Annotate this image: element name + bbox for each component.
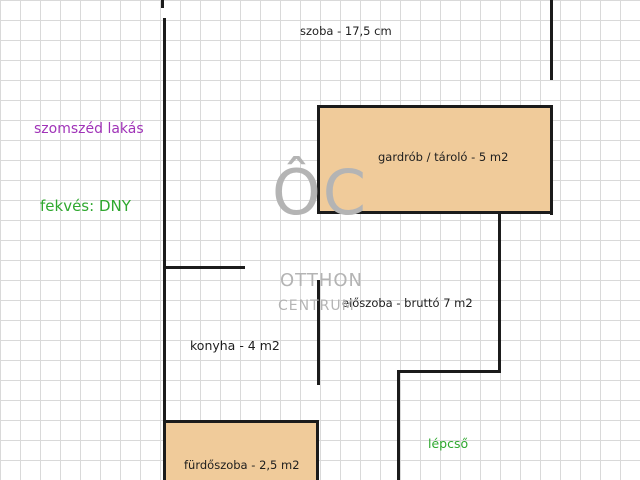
wall-kitchen-top [163,266,245,269]
label-szoba: szoba - 17,5 cm [300,24,392,38]
wall-gardrob-left [317,105,320,213]
wall-hall-left [317,280,320,385]
wall-gardrob-bottom [317,211,552,214]
wall-bath-right [316,420,319,480]
wall-top-left-stub [161,0,164,8]
label-neighbor-flat: szomszéd lakás [34,121,144,137]
wall-room-right [550,0,553,80]
wall-hall-right [498,214,501,372]
wall-kitchen-bottom [163,420,318,423]
watermark-logo-mark: ÔC [272,156,369,229]
label-orientation: fekvés: DNY [40,197,131,215]
room-furdoszoba-fill [165,422,318,480]
label-furdoszoba: fürdőszoba - 2,5 m2 [184,458,300,472]
watermark-line1: OTTHON [280,270,364,291]
label-gardrob: gardrób / tároló - 5 m2 [378,150,509,164]
wall-gardrob-right [550,105,553,215]
room-gardrob-fill [318,107,552,213]
label-lepcso: lépcső [428,436,469,451]
otthon-centrum-watermark: ÔC OTTHON CENTRUM [270,148,370,328]
wall-left-vertical [163,18,166,480]
label-konyha: konyha - 4 m2 [190,338,280,353]
label-eloszoba: előszoba - bruttó 7 m2 [342,296,473,310]
wall-gardrob-top [318,105,552,108]
wall-stairs-left [397,370,400,480]
watermark-line2: CENTRUM [278,298,355,314]
wall-hall-bottom [397,370,501,373]
